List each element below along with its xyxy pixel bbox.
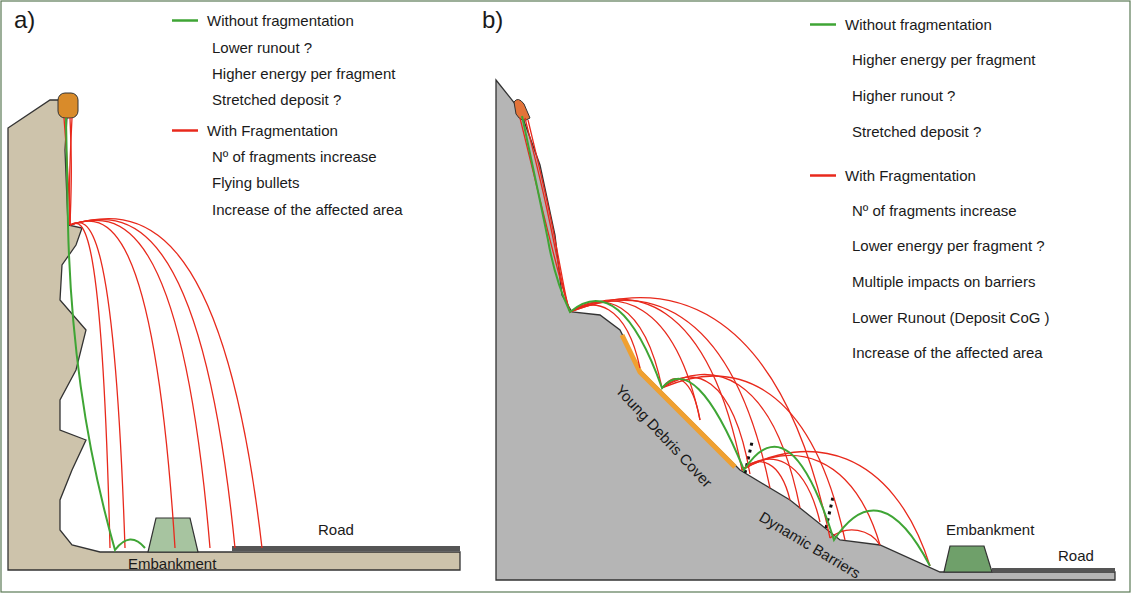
effect-note: Stretched deposit ? (212, 91, 341, 108)
effect-note: Higher energy per fragment (852, 51, 1035, 68)
rock-block (58, 93, 78, 118)
effect-note: Multiple impacts on barriers (852, 273, 1035, 290)
effect-note: Increase of the affected area (852, 344, 1043, 361)
road-surface (232, 546, 460, 551)
effect-note: Higher energy per fragment (212, 65, 395, 82)
embankment-shape (944, 546, 992, 572)
legend-line (810, 174, 836, 177)
fragment-trajectory (70, 118, 72, 225)
panel-letter: a) (14, 6, 35, 34)
legend-text: Without fragmentation (845, 16, 992, 33)
slope-ground (496, 80, 1115, 580)
fragment-trajectory (742, 462, 790, 500)
fragment-trajectory (742, 459, 820, 522)
fragment-trajectory (70, 221, 175, 548)
legend-entry: With Fragmentation (810, 167, 976, 184)
effect-note: Higher runout ? (852, 87, 955, 104)
legend-line-sample (810, 172, 836, 178)
fragment-trajectory (830, 530, 880, 545)
fragment-trajectory (525, 118, 570, 312)
block-trajectory (522, 116, 930, 566)
road-surface (992, 568, 1115, 572)
legend-line-sample (172, 127, 198, 133)
fragment-trajectory (528, 120, 570, 312)
effect-note: Lower runout ? (212, 39, 312, 56)
fragment-trajectory (70, 222, 125, 548)
effect-note: Lower Runout (Deposit CoG ) (852, 309, 1050, 326)
legend-entry: Without fragmentation (810, 16, 992, 33)
panel-letter: b) (482, 6, 503, 34)
fragment-trajectory (742, 455, 880, 545)
legend-line (172, 129, 198, 132)
fragment-trajectory (70, 219, 262, 548)
effect-note: Nº of fragments increase (852, 202, 1017, 219)
embankment-label: Embankment (128, 555, 216, 572)
road-label: Road (1058, 547, 1094, 564)
fragment-trajectory (70, 219, 235, 548)
embankment-label: Embankment (946, 521, 1034, 538)
effect-note: Flying bullets (212, 174, 300, 191)
effect-note: Stretched deposit ? (852, 123, 981, 140)
fragment-trajectory (70, 223, 110, 548)
legend-text: With Fragmentation (207, 122, 338, 139)
fragment-trajectory (570, 298, 830, 538)
legend-entry: With Fragmentation (172, 122, 338, 139)
fragment-trajectory (570, 299, 742, 470)
fragment-trajectory (742, 451, 930, 566)
legend-line-sample (172, 17, 198, 23)
effect-note: Nº of fragments increase (212, 148, 377, 165)
block-trajectory (66, 118, 145, 550)
road-label: Road (318, 521, 354, 538)
legend-line (172, 19, 198, 22)
legend-text: Without fragmentation (207, 12, 354, 29)
effect-note: Increase of the affected area (212, 201, 403, 218)
fragment-trajectory (70, 118, 71, 225)
legend-text: With Fragmentation (845, 167, 976, 184)
cliff-ground (8, 100, 460, 570)
fragment-trajectory (520, 118, 570, 312)
effect-note: Lower energy per fragment ? (852, 237, 1045, 254)
legend-entry: Without fragmentation (172, 12, 354, 29)
legend-line-sample (810, 21, 836, 27)
legend-line (810, 23, 836, 26)
